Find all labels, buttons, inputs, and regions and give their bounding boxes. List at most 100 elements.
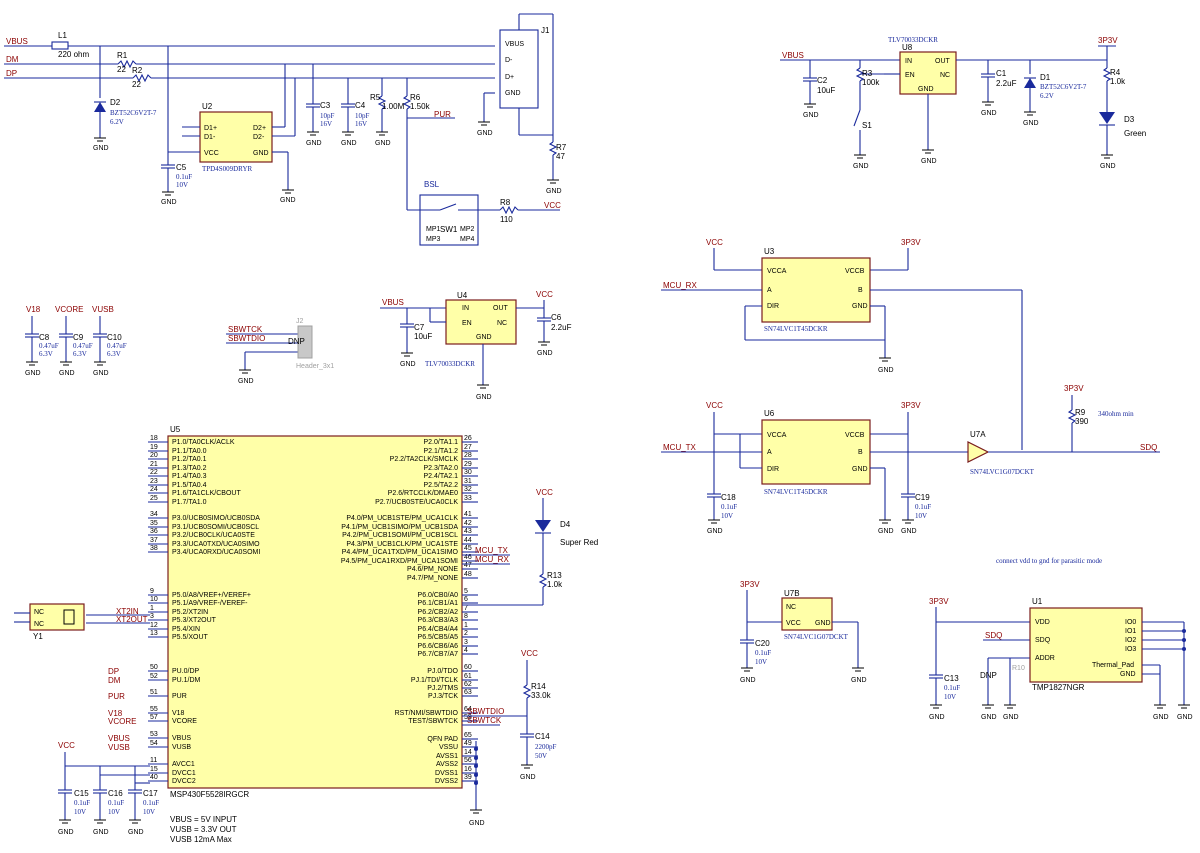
c5-value: 0.1uF: [176, 173, 192, 181]
u5-pin-number: 39: [464, 774, 472, 781]
svg-text:GND: GND: [878, 528, 894, 535]
u5-pin-name: P4.2/PM_UCB1SOMI/PM_UCB1SCL: [342, 532, 458, 539]
regulator-u4-section: VBUS U4 IN OUT EN NC GND TLV70033DCKR GN…: [380, 290, 572, 401]
net-label-sbwtck: SBWTCK: [228, 325, 263, 334]
r6-value: 1.50k: [410, 102, 431, 111]
u5-pin-number: 65: [464, 732, 472, 739]
svg-text:IO0: IO0: [1125, 619, 1136, 626]
svg-text:GND: GND: [341, 140, 357, 147]
net-label-vcc-d4: VCC: [536, 488, 553, 497]
net-label-vcc-u5: VCC: [58, 741, 75, 750]
u5-pin-number: 15: [150, 766, 158, 773]
u5-pin-number: 62: [464, 681, 472, 688]
d2-value: 6.2V: [110, 118, 124, 126]
svg-text:GND: GND: [58, 829, 74, 836]
c6-value: 2.2uF: [551, 323, 572, 332]
u5-pin-number: 34: [150, 511, 158, 518]
net-label-vcc-r14: VCC: [521, 649, 538, 658]
c18-value: 0.1uF: [721, 503, 737, 511]
u7b-ref: U7B: [784, 589, 800, 598]
d1-ref: D1: [1040, 73, 1051, 82]
u5-pin-name: PJ.3/TCK: [428, 693, 458, 700]
u5-pin-number: 8: [464, 613, 468, 620]
crystal-y1: [29, 603, 85, 631]
svg-text:GND: GND: [1153, 714, 1169, 721]
r10-ref: R10: [1012, 665, 1025, 672]
bsl-label: BSL: [424, 180, 440, 189]
u5-pin-number: 63: [464, 689, 472, 696]
u5-pin-number: 1: [150, 605, 154, 612]
c4-rating: 16V: [355, 120, 367, 128]
svg-text:GND: GND: [93, 370, 109, 377]
c10-value: 0.47uF: [107, 342, 127, 350]
u5-pin-name: P1.5/TA0.4: [172, 482, 207, 489]
svg-text:GND: GND: [1100, 163, 1116, 170]
svg-text:VCCA: VCCA: [767, 432, 787, 439]
u5-pin-number: 55: [150, 706, 158, 713]
net-label-vcore-u5: VCORE: [108, 717, 136, 726]
u5-pin-name: P6.5/CB5/A5: [418, 634, 459, 641]
svg-text:GND: GND: [546, 188, 562, 195]
svg-text:Thermal_Pad: Thermal_Pad: [1092, 662, 1134, 669]
u5-pin-name: P4.6/PM_NONE: [407, 566, 458, 573]
net-label-3p3v-u1: 3P3V: [929, 597, 949, 606]
net-label-sbwtck-u5: SBWTCK: [467, 716, 502, 725]
u5-pin-name: P6.0/CB0/A0: [418, 592, 459, 599]
u3-part: SN74LVC1T45DCKR: [764, 325, 828, 333]
r3-value: 100k: [862, 78, 880, 87]
u5-pin-name: VBUS: [172, 735, 191, 742]
d1-part: BZT52C6V2T-7: [1040, 83, 1087, 91]
level-shifter-u6-section: VCC GND C18 0.1uF 10V 3P3V GND C19 0.1uF…: [661, 384, 1160, 535]
c17-rating: 10V: [143, 808, 155, 816]
svg-text:DIR: DIR: [767, 466, 779, 473]
j2-ref: J2: [296, 318, 304, 325]
c7-ref: C7: [414, 323, 425, 332]
net-label-v18: V18: [26, 305, 41, 314]
u5-pin-name: PJ.2/TMS: [427, 685, 458, 692]
u5-pin-name: P3.4/UCA0RXD/UCA0SOMI: [172, 549, 260, 556]
r9-value: 390: [1075, 417, 1089, 426]
u5-pin-name: P1.0/TA0CLK/ACLK: [172, 439, 235, 446]
u5-pin-name: P4.1/PM_UCB1SIMO/PM_UCB1SDA: [341, 524, 458, 531]
chip-u6: [761, 419, 871, 485]
svg-text:GND: GND: [375, 140, 391, 147]
u5-pin-number: 60: [464, 664, 472, 671]
svg-text:GND: GND: [400, 361, 416, 368]
r1-ref: R1: [117, 51, 128, 60]
switch-bsl: [419, 194, 479, 246]
svg-text:GND: GND: [1120, 671, 1136, 678]
d3-value: Green: [1124, 129, 1146, 138]
u5-pin-number: 20: [150, 452, 158, 459]
buffer-u7a: [967, 441, 990, 463]
u5-pin-name: PU.0/DP: [172, 668, 200, 675]
gnd-label: GND: [93, 145, 109, 152]
c14-rating: 50V: [535, 752, 547, 760]
c9-ref: C9: [73, 333, 84, 342]
r13-ref: R13: [547, 571, 562, 580]
u5-pin-name: DVSS1: [435, 770, 458, 777]
u5-pin-number: 27: [464, 444, 472, 451]
c16-ref: C16: [108, 789, 123, 798]
u5-pin-name: P1.3/TA0.2: [172, 465, 207, 472]
svg-text:GND: GND: [520, 774, 536, 781]
u5-pin-name: DVSS2: [435, 778, 458, 785]
u5-pin-number: 23: [150, 478, 158, 485]
svg-text:GND: GND: [128, 829, 144, 836]
note-vusb-max: VUSB 12mA Max: [170, 835, 232, 844]
c19-ref: C19: [915, 493, 930, 502]
led-d3-symbol: [1099, 112, 1115, 124]
svg-text:GND: GND: [476, 334, 492, 341]
d3-ref: D3: [1124, 115, 1135, 124]
c20-value: 0.1uF: [755, 649, 771, 657]
zener-d1-symbol: [1024, 78, 1036, 88]
u2-pin-d1p: D1+: [204, 125, 217, 132]
u5-pin-name: P4.5/PM_UCA1RXD/PM_UCA1SOMI: [341, 558, 458, 565]
u5-pin-name: P5.5/XOUT: [172, 634, 209, 641]
u5-pin-name: PUR: [172, 693, 187, 700]
u5-pin-name: P6.4/CB4/A4: [418, 626, 459, 633]
net-label-dm: DM: [6, 55, 19, 64]
u5-pin-name: PJ.0/TDO: [427, 668, 458, 675]
svg-text:IO3: IO3: [1125, 646, 1136, 653]
net-label-vcc-u3: VCC: [706, 238, 723, 247]
u5-pin-number: 52: [150, 673, 158, 680]
